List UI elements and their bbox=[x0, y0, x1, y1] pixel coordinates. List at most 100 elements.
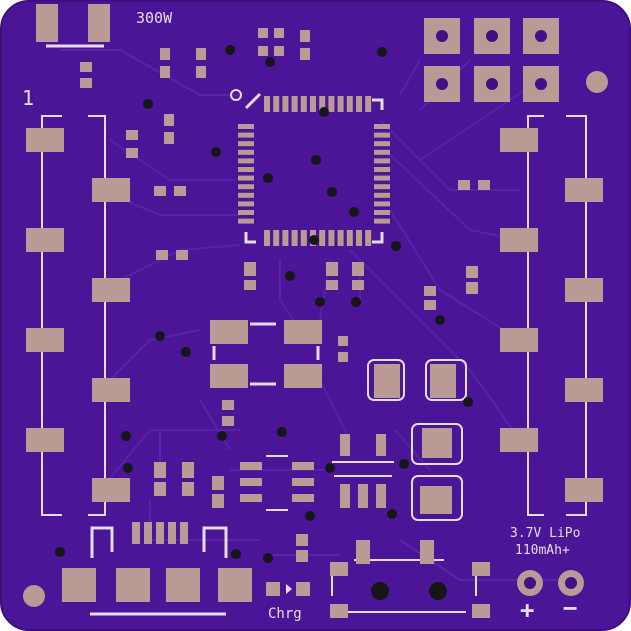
battery-minus-label: − bbox=[563, 594, 578, 622]
via bbox=[121, 431, 131, 441]
regulator-ic bbox=[240, 455, 314, 511]
chip-pin bbox=[273, 230, 280, 246]
chip-pin bbox=[374, 132, 390, 138]
via bbox=[391, 241, 401, 251]
via bbox=[123, 463, 133, 473]
chip-pin bbox=[238, 210, 254, 215]
via bbox=[327, 187, 337, 197]
chip-pin bbox=[374, 184, 390, 190]
via bbox=[181, 347, 191, 357]
via bbox=[349, 207, 359, 217]
via bbox=[463, 397, 473, 407]
chip-pin bbox=[337, 96, 344, 112]
mount-hole-bottom-left bbox=[23, 585, 45, 607]
chip-pin bbox=[238, 218, 254, 224]
left-header-pads bbox=[26, 128, 130, 502]
chip-pin bbox=[282, 96, 289, 112]
chip-pin bbox=[374, 218, 390, 224]
crystal-component bbox=[210, 320, 322, 388]
passive-components bbox=[80, 28, 490, 562]
pin1-marker-label: 1 bbox=[22, 86, 35, 110]
via bbox=[231, 549, 241, 559]
chip-pin bbox=[374, 124, 390, 129]
chip-pin bbox=[238, 175, 254, 181]
chip-pin bbox=[264, 96, 270, 112]
battery-pads bbox=[517, 570, 584, 596]
chip-pin bbox=[238, 192, 254, 198]
chip-pin bbox=[356, 230, 362, 246]
chip-pin bbox=[238, 184, 254, 190]
chip-pin bbox=[328, 96, 335, 112]
chip-pin bbox=[356, 96, 362, 112]
mount-hole-top-right bbox=[586, 71, 608, 93]
via bbox=[285, 271, 295, 281]
via bbox=[351, 297, 361, 307]
charge-led-label: Chrg bbox=[268, 606, 302, 622]
chip-pin bbox=[365, 230, 372, 246]
via bbox=[155, 331, 165, 341]
via bbox=[387, 509, 397, 519]
chip-pin bbox=[238, 132, 254, 138]
via bbox=[277, 427, 287, 437]
via bbox=[311, 155, 321, 165]
right-header-pads bbox=[500, 128, 603, 502]
via bbox=[263, 553, 273, 563]
programming-header bbox=[424, 18, 559, 102]
chip-pin bbox=[291, 230, 298, 246]
chip-pin bbox=[238, 167, 254, 172]
via bbox=[377, 47, 387, 57]
chip-pin bbox=[374, 141, 390, 147]
via bbox=[225, 45, 235, 55]
chip-pin bbox=[300, 96, 307, 112]
battery-plus-label: + bbox=[520, 596, 535, 624]
right-header-silkscreen bbox=[527, 115, 587, 516]
chip-pin bbox=[374, 167, 390, 172]
chip-pin bbox=[374, 158, 390, 164]
chip-pin bbox=[365, 96, 372, 112]
left-header-silkscreen bbox=[41, 115, 106, 516]
via bbox=[265, 57, 275, 67]
chip-pin bbox=[291, 96, 298, 112]
usb-connector bbox=[62, 522, 252, 616]
chip-pin bbox=[319, 230, 326, 246]
chip-pin bbox=[238, 158, 254, 164]
battery-voltage-label: 3.7V LiPo bbox=[510, 526, 581, 541]
chip-pin bbox=[374, 210, 390, 215]
charge-led bbox=[266, 582, 310, 596]
chip-pin bbox=[238, 124, 254, 129]
chip-pin bbox=[337, 230, 344, 246]
via bbox=[217, 431, 227, 441]
power-rating-label: 300W bbox=[136, 9, 173, 27]
chip-pin bbox=[374, 149, 390, 155]
chip-pin bbox=[282, 230, 289, 246]
via bbox=[319, 107, 329, 117]
via bbox=[55, 547, 65, 557]
chip-pin bbox=[238, 149, 254, 155]
power-component bbox=[36, 4, 110, 48]
via bbox=[309, 235, 319, 245]
via bbox=[211, 147, 221, 157]
chip-pin bbox=[319, 96, 326, 112]
microcontroller-chip bbox=[230, 89, 390, 246]
chip-pin bbox=[273, 96, 280, 112]
chip-pin bbox=[346, 96, 353, 112]
battery-capacity-label: 110mAh+ bbox=[515, 543, 570, 558]
via bbox=[263, 173, 273, 183]
chip-pin bbox=[346, 230, 353, 246]
via bbox=[399, 459, 409, 469]
chip-pin bbox=[238, 141, 254, 147]
chip-pin bbox=[300, 230, 307, 246]
via bbox=[305, 511, 315, 521]
chip-pin bbox=[374, 201, 390, 207]
vias bbox=[55, 45, 473, 563]
via bbox=[325, 463, 335, 473]
chip-pin bbox=[238, 201, 254, 207]
power-switch bbox=[330, 540, 490, 618]
chip-pin bbox=[264, 230, 270, 246]
chip-pin bbox=[328, 230, 335, 246]
via bbox=[435, 315, 445, 325]
via bbox=[315, 297, 325, 307]
charger-ic bbox=[332, 434, 394, 508]
power-capacitors bbox=[367, 359, 467, 521]
